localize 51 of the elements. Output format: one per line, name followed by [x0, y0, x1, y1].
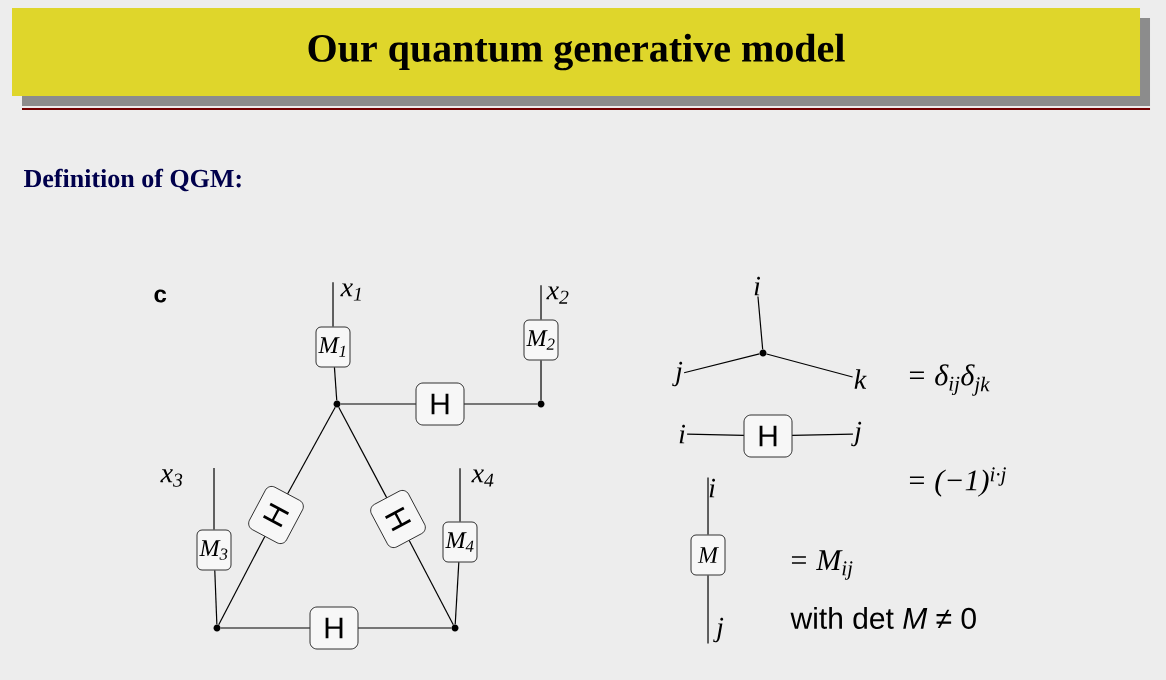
label: = (−1)$^{i·j}$	[909, 467, 1006, 497]
matrix-box: M$_{3}$	[196, 529, 232, 571]
index-label: j	[851, 421, 862, 447]
connector-line	[707, 574, 709, 645]
index-label: j	[672, 361, 683, 387]
connector-line	[463, 403, 538, 405]
matrix-box: M$_{4}$	[442, 521, 478, 563]
connector-line	[287, 406, 336, 495]
connector-line	[540, 284, 542, 321]
hadamard-box: H	[309, 606, 359, 650]
index-label: x$_{4}$	[471, 469, 494, 487]
connector-line	[454, 561, 460, 625]
index-label: k	[854, 369, 867, 389]
hadamard-box: H	[370, 490, 426, 548]
label: = δ$_{ij}$δ$_{jk}$	[909, 364, 990, 396]
matrix-box: M$_{2}$	[523, 319, 559, 361]
index-label: x$_{3}$	[160, 469, 183, 487]
connector-line	[757, 295, 764, 350]
connector-line	[683, 353, 760, 374]
label: c	[154, 289, 167, 303]
hadamard-box: H	[415, 382, 465, 426]
connector-line	[333, 366, 338, 401]
connector-line	[459, 467, 461, 523]
connector-line	[340, 403, 417, 405]
label: = M$_{ij}$	[791, 550, 853, 580]
label: with det M ≠ 0	[790, 607, 976, 630]
title-banner: Our quantum generative model	[12, 8, 1150, 106]
connector-line	[540, 359, 542, 401]
index-label: x$_{2}$	[546, 286, 569, 304]
index-label: i	[679, 424, 686, 444]
connector-line	[357, 627, 452, 629]
connector-line	[791, 433, 854, 437]
connector-line	[766, 353, 854, 378]
hadamard-box: H	[248, 486, 304, 544]
matrix-box: M$_{1}$	[315, 326, 351, 368]
connector-line	[686, 433, 745, 437]
connector-line	[220, 627, 311, 629]
connector-line	[213, 467, 215, 531]
hadamard-box: H	[743, 414, 793, 458]
index-label: i	[754, 276, 761, 296]
connector-line	[332, 281, 334, 328]
connector-line	[218, 535, 266, 626]
connector-line	[408, 539, 454, 626]
index-label: j	[713, 617, 724, 643]
index-label: i	[709, 478, 716, 498]
connector-line	[214, 569, 218, 625]
connector-line	[338, 406, 388, 499]
label: Definition of QGM:	[24, 168, 241, 192]
matrix-box: M	[690, 534, 726, 576]
connector-line	[707, 476, 709, 536]
index-label: x$_{1}$	[340, 283, 361, 301]
